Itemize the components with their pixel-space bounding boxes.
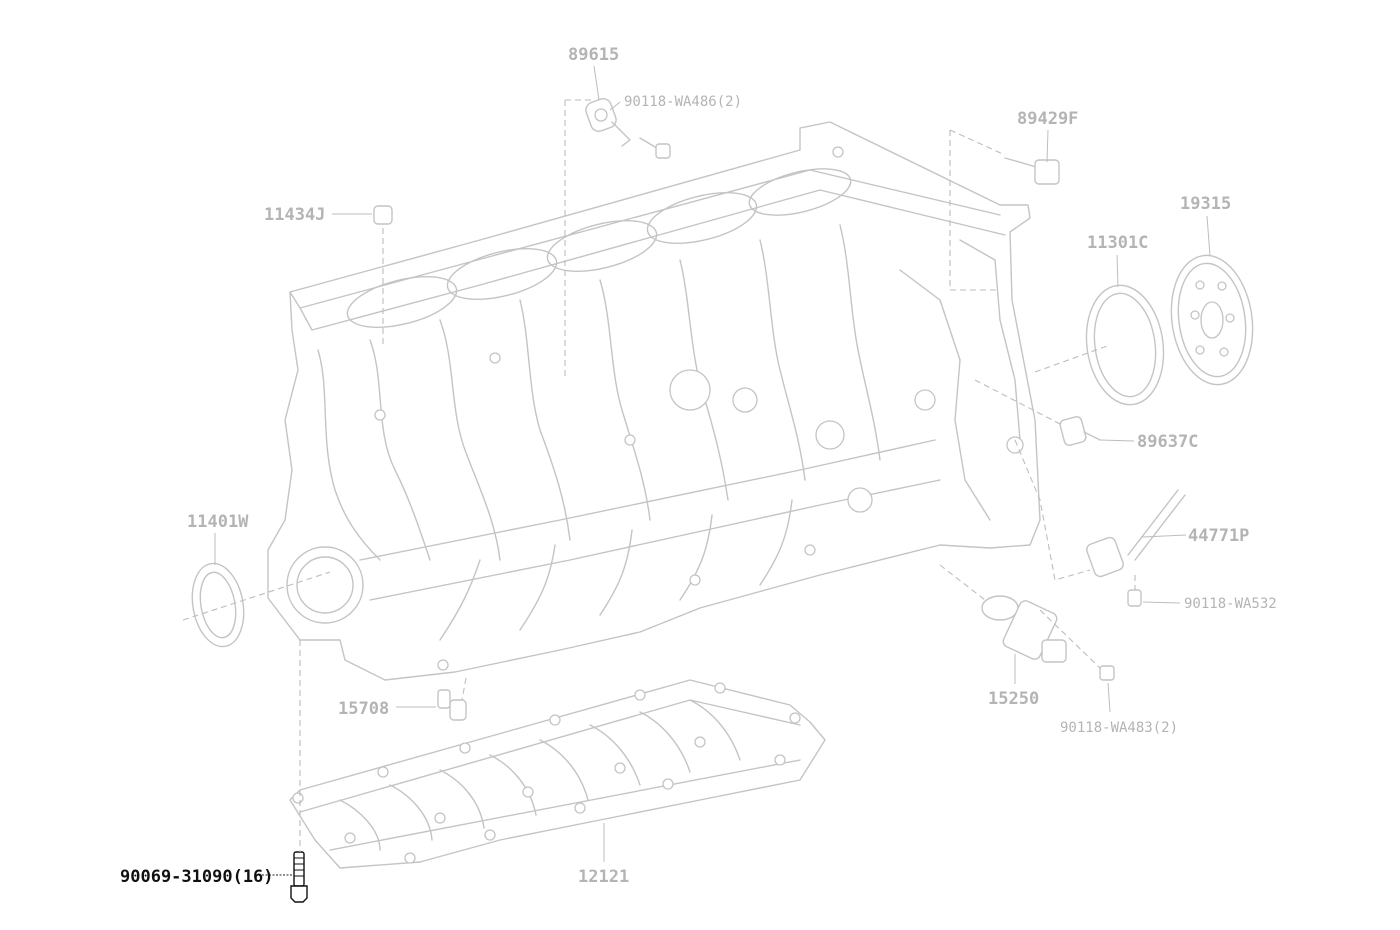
bolt-90118-wa483[interactable] [1099,665,1115,681]
front-seal-11401w[interactable] [186,559,250,650]
cylinder-block[interactable] [267,121,1041,681]
leader-lines [182,65,1211,876]
oil-pan-bolt-90069-31090[interactable] [290,851,308,903]
oil-pan[interactable] [289,679,826,869]
oil-jet-15708[interactable] [437,689,467,721]
label-15250[interactable]: 15250 [988,689,1039,709]
label-15708[interactable]: 15708 [338,699,389,719]
label-90069-31090-selected[interactable]: 90069-31090(16) [120,867,274,887]
label-11301c[interactable]: 11301C [1087,233,1148,253]
label-19315[interactable]: 19315 [1180,194,1231,214]
sensor-89429f[interactable] [1004,157,1060,185]
drive-plate-19315[interactable] [1163,250,1260,390]
label-12121[interactable]: 12121 [578,867,629,887]
plug-11434j[interactable] [373,205,393,225]
label-11434j[interactable]: 11434J [264,205,325,225]
label-89429f[interactable]: 89429F [1017,109,1078,129]
label-90118-wa483[interactable]: 90118-WA483(2) [1060,720,1178,736]
label-89615[interactable]: 89615 [568,45,619,65]
oil-seal-11301c[interactable] [1079,280,1171,409]
sensor-89637c[interactable] [1059,416,1101,447]
label-90118-wa532[interactable]: 90118-WA532 [1184,596,1277,612]
knock-sensor-89615[interactable] [584,96,631,147]
label-44771p[interactable]: 44771P [1188,526,1249,546]
bolt-90118-wa486[interactable] [639,137,671,159]
label-11401w[interactable]: 11401W [187,512,249,532]
label-90118-wa486[interactable]: 90118-WA486(2) [624,94,742,110]
oil-filter-bracket-15250[interactable] [981,595,1067,663]
bolt-90118-wa532[interactable] [1127,589,1142,607]
dipstick-tube-44771p[interactable] [1085,489,1186,578]
label-89637c[interactable]: 89637C [1137,432,1198,452]
